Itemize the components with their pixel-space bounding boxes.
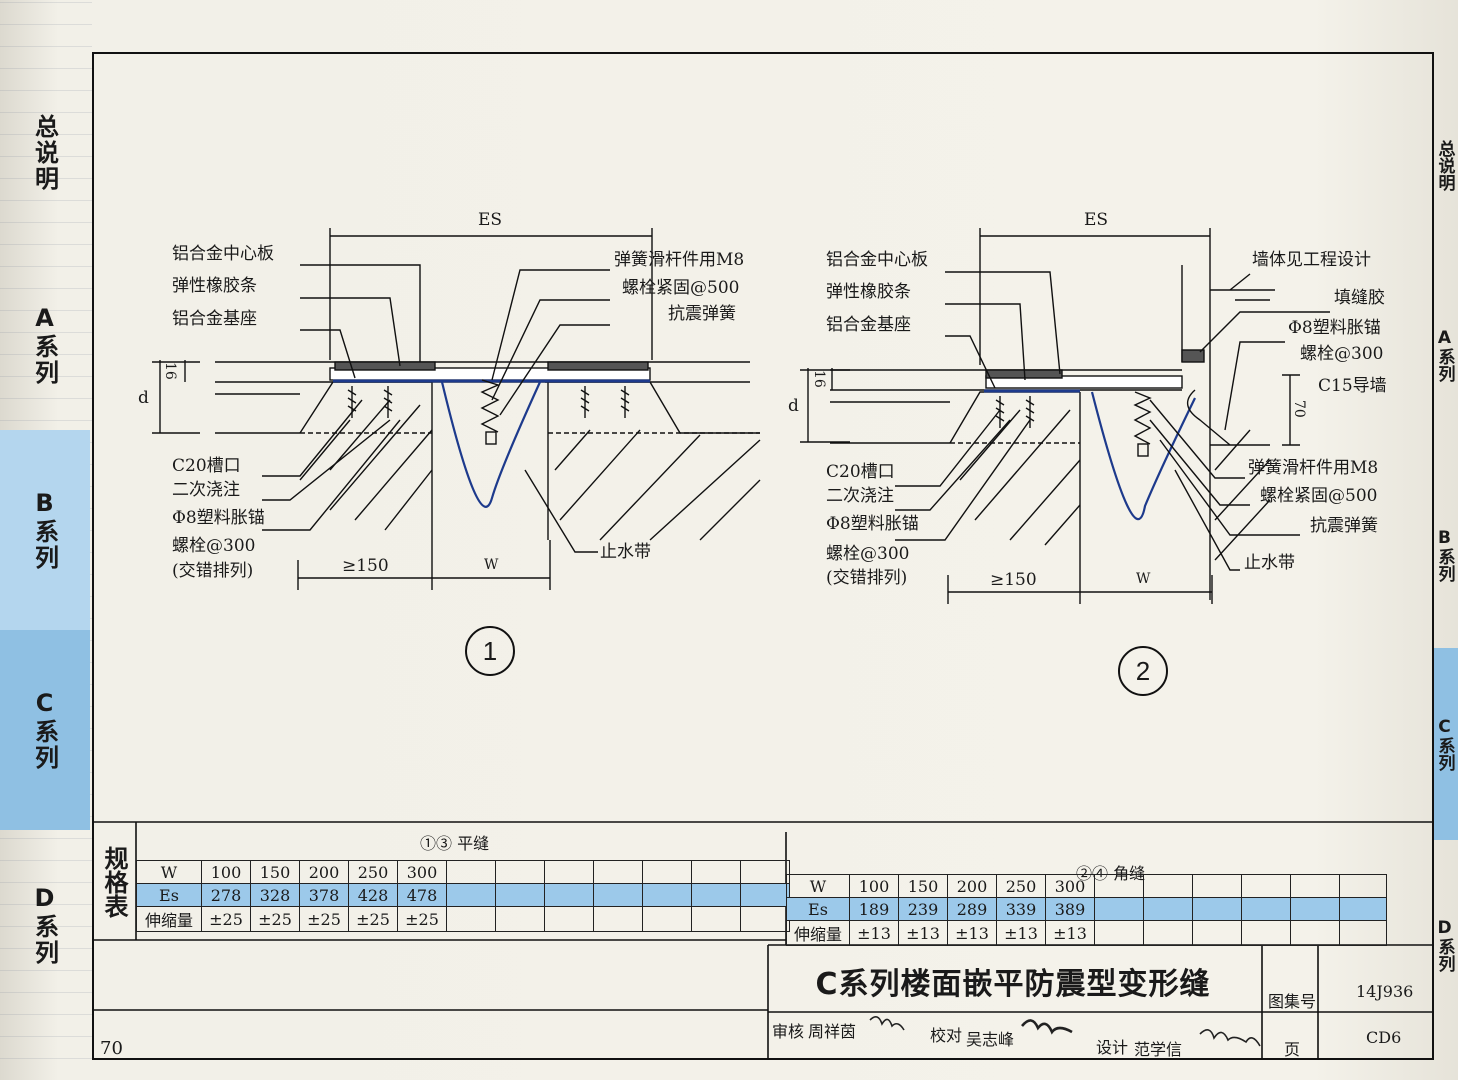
flat-joint-title: ①③ 平缝: [420, 834, 490, 853]
d2-label-grout: 二次浇注: [826, 486, 894, 506]
d2-label-staggered: (交错排列): [826, 568, 908, 588]
d1-150-dimension: ≥150: [342, 556, 389, 576]
d1-label-spring: 抗震弹簧: [668, 304, 736, 324]
right-tab-b-series[interactable]: B系列: [1434, 528, 1455, 582]
d1-label-center-plate: 铝合金中心板: [172, 244, 274, 264]
d1-label-bolt-500: 螺栓紧固@500: [622, 278, 740, 298]
d2-label-c15-wall: C15导墙: [1318, 376, 1387, 396]
sheet-title: C系列楼面嵌平防震型变形缝: [815, 967, 1211, 1002]
corner-joint-table: W 100 150 200 250 300 Es 189 239 289 339…: [786, 874, 1387, 946]
d2-label-center-plate: 铝合金中心板: [826, 250, 928, 270]
d2-es-dimension: ES: [1084, 210, 1109, 230]
detail-2-marker: 2: [1118, 646, 1168, 696]
right-tab-general[interactable]: 总说明: [1434, 139, 1455, 191]
review-label: 审核: [772, 1022, 805, 1041]
detail-1-geometry: [152, 228, 761, 590]
d2-label-sealant: 填缝胶: [1334, 288, 1385, 308]
flat-row-expansion: 伸缩量 ±25 ±25 ±25 ±25 ±25: [136, 906, 790, 932]
d1-label-staggered: (交错排列): [172, 561, 254, 581]
side-tab-c-series[interactable]: C系列: [0, 630, 90, 830]
d1-d-dimension: d: [138, 388, 149, 408]
d2-label-wall: 墙体见工程设计: [1252, 250, 1371, 270]
d2-label-rubber-strip: 弹性橡胶条: [826, 282, 911, 302]
corner-row-expansion: 伸缩量 ±13 ±13 ±13 ±13 ±13: [786, 920, 1387, 946]
design-name: 范学信: [1134, 1040, 1183, 1059]
d1-label-anchor: Φ8塑料胀锚: [172, 508, 265, 528]
d1-label-bolt-spacing: 螺栓@300: [172, 536, 256, 556]
review-name: 周祥茵: [808, 1022, 857, 1041]
d1-label-c20: C20槽口: [172, 456, 241, 476]
side-tab-general[interactable]: 总说明: [30, 113, 59, 192]
corner-row-es: Es 189 239 289 339 389: [786, 897, 1387, 921]
d1-es-dimension: ES: [478, 210, 503, 230]
drawing-frame: [92, 52, 1434, 1060]
d1-label-m8: 弹簧滑杆件用M8: [614, 250, 745, 270]
check-label: 校对: [930, 1026, 963, 1045]
d2-d-dimension: d: [788, 396, 799, 416]
d1-label-waterstop: 止水带: [600, 542, 651, 562]
page-number: 70: [100, 1038, 123, 1059]
side-tab-b-series[interactable]: B系列: [0, 430, 90, 630]
d2-label-c20: C20槽口: [826, 462, 895, 482]
side-tab-a-series[interactable]: A系列: [30, 304, 59, 386]
d2-label-bolt-spacing: 螺栓@300: [826, 544, 910, 564]
atlas-number: 14J936: [1356, 982, 1414, 1001]
right-side-tabs: 总说明 A系列 B系列 C系列 D系列: [1430, 0, 1458, 1080]
detail-2-geometry: [800, 228, 1330, 604]
flat-row-w: W 100 150 200 250 300: [136, 860, 790, 884]
right-tab-d-series[interactable]: D系列: [1434, 918, 1455, 972]
d2-16-dimension: 16: [811, 370, 827, 388]
d2-label-m8: 弹簧滑杆件用M8: [1248, 458, 1379, 478]
flat-joint-table: W 100 150 200 250 300 Es 278 328 378 428…: [136, 860, 790, 932]
d1-label-base: 铝合金基座: [172, 309, 257, 329]
detail-1-marker: 1: [465, 626, 515, 676]
d2-70-dimension: 70: [1291, 400, 1307, 418]
d2-label-waterstop: 止水带: [1244, 553, 1295, 573]
d2-w-dimension: W: [1136, 571, 1151, 587]
d1-label-rubber-strip: 弹性橡胶条: [172, 276, 257, 296]
d1-16-dimension: 16: [162, 362, 178, 380]
d2-label-bolt-500: 螺栓紧固@500: [1260, 486, 1378, 506]
page-code: CD6: [1366, 1028, 1402, 1047]
d2-label-anchor: Φ8塑料胀锚: [826, 514, 919, 534]
d2-150-dimension: ≥150: [990, 570, 1037, 590]
d2-label-bolt-300-right: 螺栓@300: [1300, 344, 1384, 364]
d2-label-base: 铝合金基座: [826, 315, 911, 335]
flat-row-es: Es 278 328 378 428 478: [136, 883, 790, 907]
atlas-label: 图集号: [1268, 992, 1317, 1011]
d1-label-grout: 二次浇注: [172, 480, 240, 500]
check-name: 吴志峰: [966, 1030, 1015, 1049]
spec-table-heading: 规格表: [100, 846, 129, 918]
right-tab-a-series[interactable]: A系列: [1434, 328, 1455, 382]
page-label: 页: [1284, 1040, 1301, 1059]
d1-w-dimension: W: [484, 557, 499, 573]
side-tab-d-series[interactable]: D系列: [30, 884, 59, 966]
design-label: 设计: [1096, 1038, 1129, 1057]
left-side-tabs: 总说明 A系列 B系列 C系列 D系列: [0, 0, 95, 1080]
d2-label-spring: 抗震弹簧: [1310, 516, 1378, 536]
d2-label-anchor-right: Φ8塑料胀锚: [1288, 318, 1381, 338]
right-tab-c-series[interactable]: C系列: [1432, 648, 1458, 840]
